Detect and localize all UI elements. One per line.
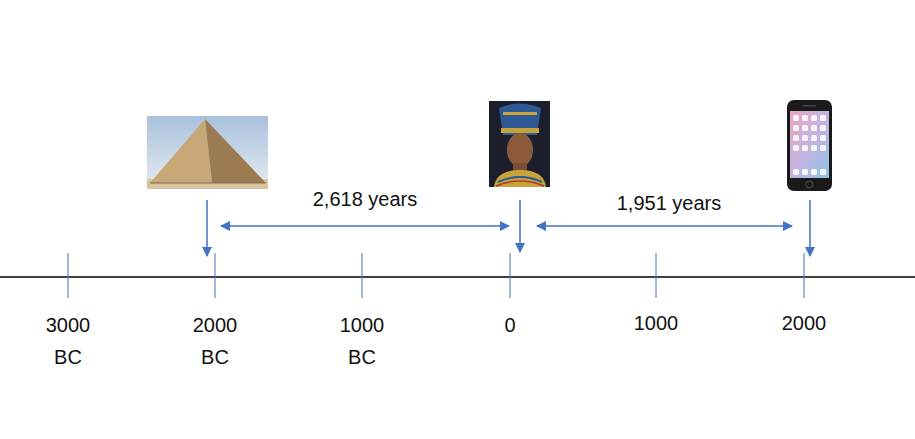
axis-label: 2000 — [774, 307, 834, 339]
axis-label: 1000 — [626, 307, 686, 339]
pyramid-picture — [147, 116, 268, 189]
axis-ticks — [68, 253, 804, 298]
axis-label: 0 — [480, 309, 540, 341]
axis-label: 2000 BC — [185, 309, 245, 373]
phone-picture — [787, 100, 832, 191]
axis-label: 1000 BC — [332, 309, 392, 373]
axis-line — [0, 276, 915, 278]
axis-label: 3000 BC — [38, 309, 98, 373]
span-arrows — [221, 225, 792, 227]
nefertiti-picture — [489, 101, 550, 187]
span-label: 1,951 years — [594, 191, 744, 215]
span-label: 2,618 years — [290, 187, 440, 211]
